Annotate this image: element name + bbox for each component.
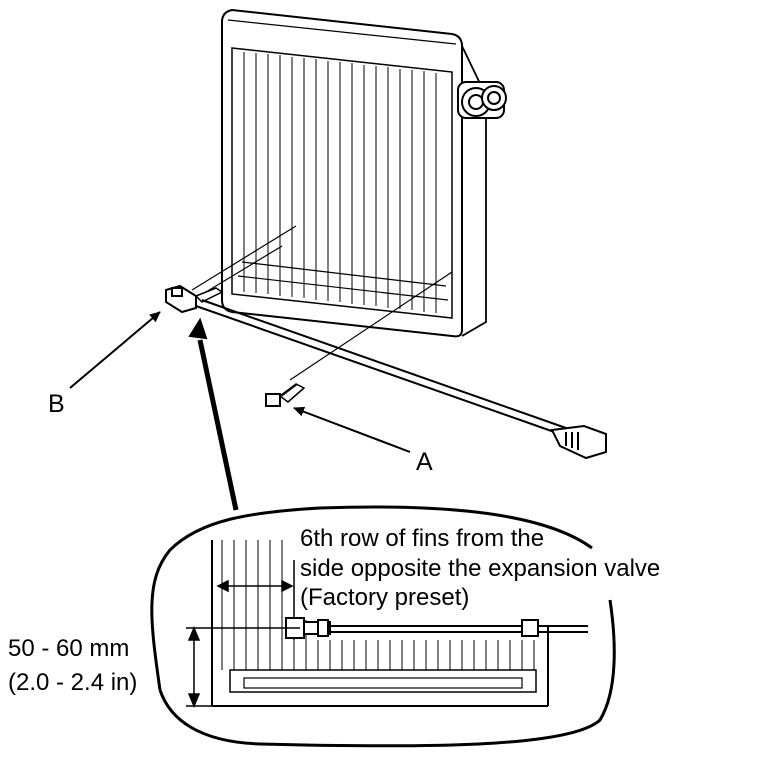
detail-sensor bbox=[285, 617, 588, 639]
callout-b: B bbox=[48, 311, 161, 418]
detail-inset: 6th row of fins from the side opposite t… bbox=[8, 505, 660, 748]
sensor-a bbox=[265, 383, 306, 407]
fin-row-note-line2: side opposite the expansion valve bbox=[300, 555, 660, 582]
evaporator-fins bbox=[243, 52, 437, 313]
callout-a-label: A bbox=[416, 448, 433, 476]
fin-row-note-line1: 6th row of fins from the bbox=[300, 525, 544, 552]
callout-a: A bbox=[293, 406, 433, 476]
callout-b-label: B bbox=[48, 390, 65, 418]
wire-harness bbox=[195, 299, 567, 435]
dimension-label-in: (2.0 - 2.4 in) bbox=[8, 669, 137, 696]
dimension-label-mm: 50 - 60 mm bbox=[8, 635, 129, 662]
detail-pointer-arrow bbox=[188, 317, 239, 511]
fin-row-marker bbox=[216, 560, 295, 640]
sensor-b bbox=[165, 284, 224, 314]
expansion-valve-fittings bbox=[457, 81, 507, 119]
fin-row-note-line3: (Factory preset) bbox=[300, 584, 469, 611]
detail-core-section bbox=[211, 540, 549, 707]
height-dimension bbox=[186, 626, 300, 708]
harness-connector bbox=[550, 424, 607, 460]
sensor-guide-lines bbox=[191, 225, 453, 381]
evaporator-core bbox=[221, 8, 487, 338]
